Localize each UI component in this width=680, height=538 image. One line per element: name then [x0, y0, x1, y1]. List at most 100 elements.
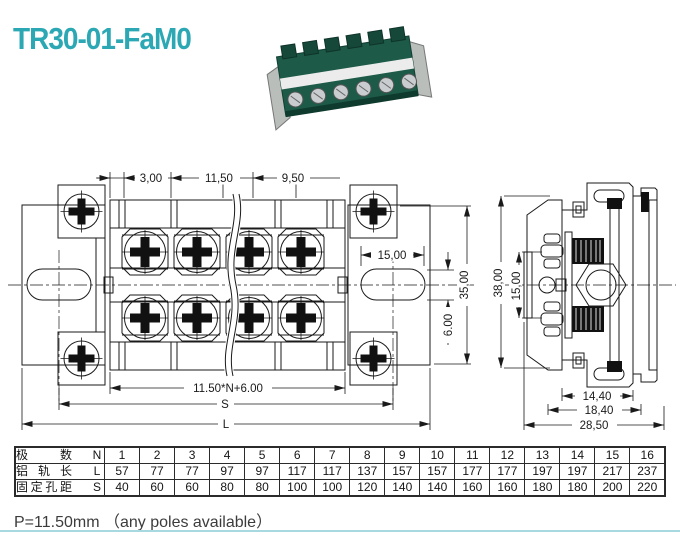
- dim-opening: 9,50: [282, 173, 304, 185]
- side-view: 38,00 15,00 14,40 18,40: [491, 182, 676, 432]
- table-cell: 15: [594, 446, 631, 464]
- dim-width-inner: 14,40: [583, 391, 612, 403]
- table-cell: 40: [103, 479, 141, 497]
- table-cell: 177: [489, 463, 526, 480]
- mounting-screw: [60, 337, 103, 380]
- table-cell: 6: [279, 446, 316, 464]
- table-cell: 100: [314, 479, 351, 497]
- table-cell: 140: [384, 479, 421, 497]
- side-detail-blocks: [572, 201, 585, 369]
- table-cell: 180: [524, 479, 561, 497]
- table-cell: 5: [244, 446, 281, 464]
- table-cell: 237: [629, 463, 666, 480]
- table-cell: 220: [629, 479, 666, 497]
- table-cell: 80: [209, 479, 246, 497]
- side-housing-outline: [526, 182, 658, 388]
- photo-marking-strip: [279, 57, 415, 90]
- dim-width-mid: 18,40: [585, 405, 614, 417]
- row-symbol: N: [92, 448, 102, 462]
- photo-divider-teeth: [280, 26, 406, 60]
- photo-base: [285, 90, 419, 118]
- front-bottom-dimensions: 11.50*N+6.00 S L: [21, 368, 431, 431]
- side-clamp-span-dim: 15,00: [509, 251, 542, 319]
- table-cell: 217: [594, 463, 631, 480]
- table-cell: 97: [244, 463, 281, 480]
- table-cell: 12: [489, 446, 526, 464]
- table-cell: 197: [524, 463, 561, 480]
- table-cell: 57: [103, 463, 141, 480]
- dim-slot-width: 15,00: [378, 250, 407, 262]
- table-cell: 10: [419, 446, 456, 464]
- mounting-screw: [352, 190, 395, 233]
- technical-drawing: 3,00 11,50 9,50 15,00 6.: [8, 171, 676, 432]
- row-symbol: S: [92, 480, 101, 494]
- table-cell: 180: [559, 479, 596, 497]
- table-cell: 140: [419, 479, 456, 497]
- front-view: 3,00 11,50 9,50 15,00 6.: [8, 171, 474, 431]
- table-cell: 117: [314, 463, 351, 480]
- front-height-dim: 35,00: [400, 205, 471, 365]
- dim-s: S: [221, 399, 229, 411]
- front-slot-height-dim: 6.00: [427, 252, 455, 345]
- table-cell: 13: [524, 446, 561, 464]
- table-cell: 117: [279, 463, 316, 480]
- din-clamp-plate: [648, 199, 658, 371]
- row-label: 固定孔距: [16, 480, 72, 494]
- table-cell: 157: [419, 463, 456, 480]
- table-cell: 1: [103, 446, 141, 464]
- table-cell: 200: [594, 479, 631, 497]
- dim-pitch: 11,50: [205, 173, 233, 185]
- row-symbol: L: [93, 464, 101, 478]
- side-height-dim: 38,00: [491, 195, 550, 369]
- row-label: 铝 轨 长: [16, 464, 72, 478]
- table-cell: 8: [349, 446, 386, 464]
- terminal-screw-section: [571, 305, 605, 333]
- table-cell: 160: [454, 479, 491, 497]
- table-cell: 16: [629, 446, 666, 464]
- divider-walls: [118, 200, 334, 370]
- table-cell: 197: [559, 463, 596, 480]
- mounting-screw: [352, 337, 395, 380]
- front-left-bracket: [21, 184, 106, 404]
- photo-terminal-screws: [287, 73, 417, 108]
- table-cell: 14: [559, 446, 596, 464]
- break-line: [223, 193, 243, 377]
- dim-side-height: 38,00: [493, 269, 505, 298]
- dim-l: L: [223, 419, 230, 431]
- mounting-screw: [60, 190, 103, 233]
- table-cell: 11: [454, 446, 491, 464]
- footer-note: P=11.50mm （any poles available）: [14, 514, 273, 531]
- dim-clamp-span: 15,00: [511, 272, 523, 301]
- product-photo: [266, 26, 433, 131]
- front-terminal-body: [103, 193, 348, 377]
- row-label: 极 数: [16, 448, 72, 462]
- front-slot-width-dim: 15,00: [360, 246, 425, 266]
- accent-rule: [0, 530, 680, 532]
- terminal-screw-section: [571, 237, 605, 265]
- table-cell: 60: [174, 479, 211, 497]
- photo-left-bracket: [266, 63, 291, 131]
- table-cell: 97: [209, 463, 246, 480]
- dim-height: 35,00: [459, 271, 471, 300]
- table-cell: 60: [139, 479, 176, 497]
- table-cell: 157: [384, 463, 421, 480]
- wire-clamp-leaves: [540, 231, 573, 339]
- table-cell: 120: [349, 479, 386, 497]
- dim-body-length: 11.50*N+6.00: [193, 383, 263, 395]
- front-top-dimensions: 3,00 11,50 9,50: [96, 171, 340, 198]
- table-cell: 177: [454, 463, 491, 480]
- page-title: TR30-01-FaM0: [13, 22, 192, 56]
- table-cell: 4: [209, 446, 246, 464]
- table-cell: 7: [314, 446, 351, 464]
- table-cell: 77: [174, 463, 211, 480]
- table-cell: 100: [279, 479, 316, 497]
- dim-width-outer: 28,50: [580, 420, 609, 432]
- din-rail-screw: [575, 263, 627, 307]
